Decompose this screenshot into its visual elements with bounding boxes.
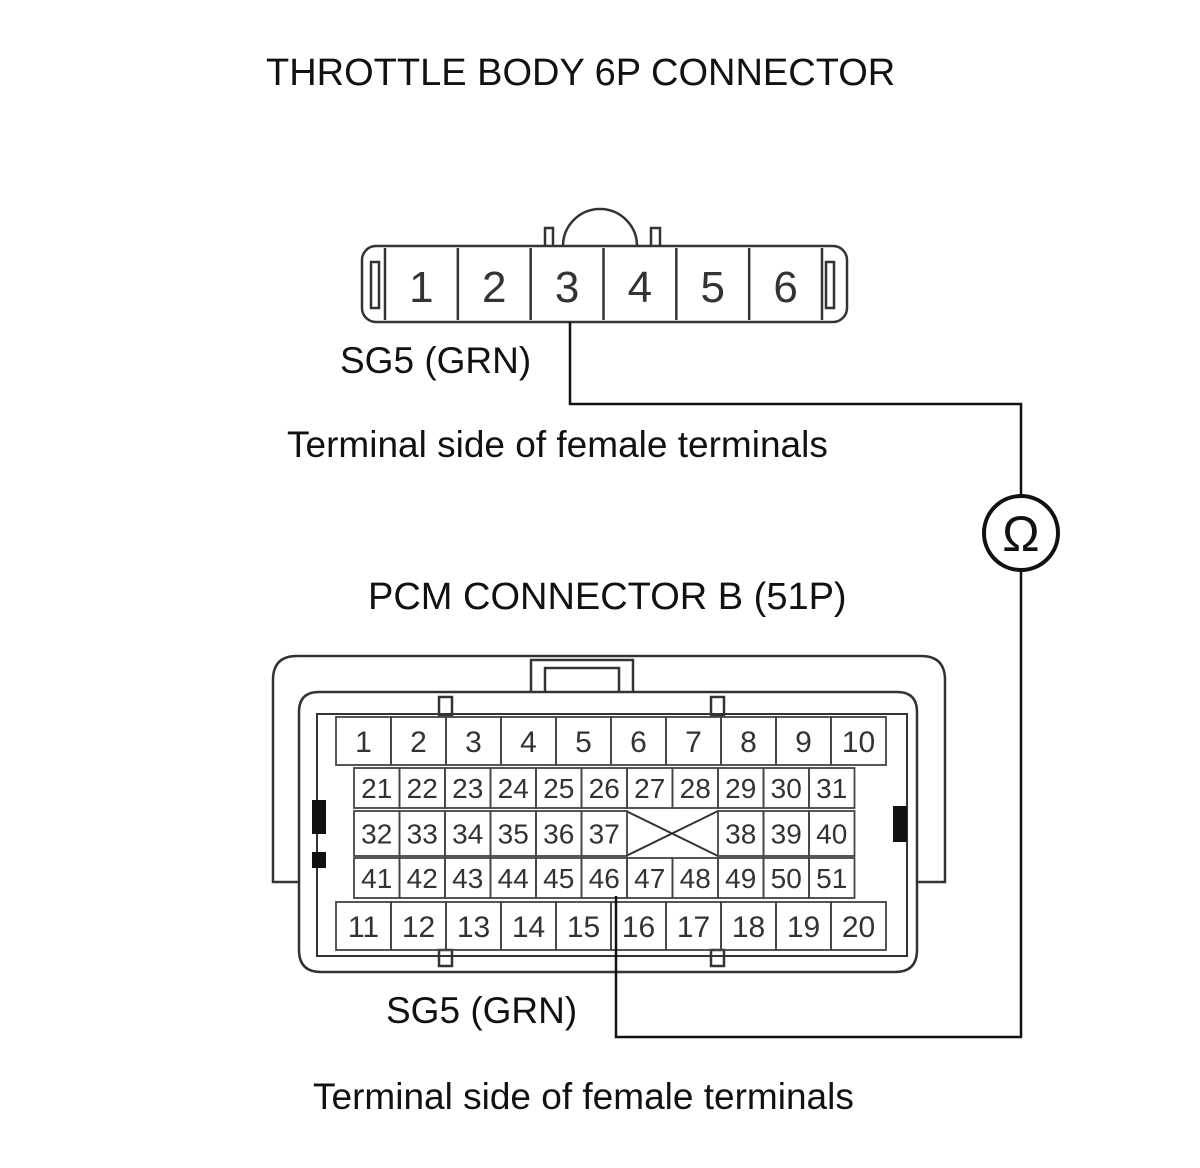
pcm-pin-label: 38: [725, 819, 756, 850]
pcm-pin-label: 9: [795, 726, 812, 759]
throttle-terminal-note: Terminal side of female terminals: [287, 424, 828, 465]
pcm-pin-label: 21: [361, 773, 392, 804]
pcm-pin-label: 33: [407, 819, 438, 850]
pcm-pin-label: 37: [589, 819, 620, 850]
pcm-pin-label: 11: [348, 911, 379, 944]
pcm-connector-inner-rim: [297, 690, 919, 882]
ohmmeter: [982, 494, 1060, 572]
pcm-connector-blocked-cavity: [625, 810, 719, 857]
throttle-connector-dividers: [383, 248, 824, 320]
throttle-pin-label: 2: [482, 263, 506, 312]
probe-wire: [568, 322, 1023, 1039]
pcm-pin-label: 4: [520, 726, 537, 759]
pcm-pin-label: 14: [512, 911, 545, 944]
pcm-pin-cell: [830, 901, 887, 951]
pcm-pin-label: 43: [452, 863, 483, 894]
throttle-connector-key-right: [824, 260, 836, 310]
throttle-pin-label: 6: [773, 263, 797, 312]
pcm-pin-label: 50: [771, 863, 802, 894]
pcm-pin-label: 12: [402, 911, 435, 944]
throttle-connector: [360, 207, 849, 324]
pcm-pin-label: 3: [465, 726, 482, 759]
ohm-icon: Ω: [1002, 506, 1039, 562]
pcm-pin-label: 48: [680, 863, 711, 894]
throttle-pin-label: 4: [628, 263, 652, 312]
pcm-lock-left-lower: [312, 852, 326, 868]
pcm-pin-label: 25: [543, 773, 574, 804]
pcm-pin-cell: [808, 810, 856, 857]
pcm-pin-label: 13: [457, 911, 490, 944]
pcm-pin-cell: [808, 767, 856, 809]
pcm-pin-label: 18: [732, 911, 765, 944]
pcm-pin-label: 35: [498, 819, 529, 850]
pcm-pin-label: 8: [740, 726, 757, 759]
pcm-pin-label: 44: [498, 863, 529, 894]
pcm-pin-label: 22: [407, 773, 438, 804]
pcm-connector-key-3: [437, 948, 454, 968]
pcm-pin-label: 10: [842, 726, 875, 759]
pcm-terminal-note: Terminal side of female terminals: [313, 1076, 854, 1117]
pcm-pin-label: 7: [685, 726, 702, 759]
pcm-pin-label: 16: [622, 911, 655, 944]
throttle-connector-tab-left: [543, 226, 555, 246]
throttle-connector-latch: [561, 207, 639, 247]
pcm-pin-label: 47: [634, 863, 665, 894]
pcm-pin-label: 28: [680, 773, 711, 804]
pcm-connector-top-latch-inner: [543, 666, 621, 692]
pcm-connector-key-2: [709, 695, 726, 717]
pcm-pin-cell: [830, 716, 887, 766]
pcm-pin-label: 51: [816, 863, 847, 894]
throttle-connector-title: THROTTLE BODY 6P CONNECTOR: [266, 52, 896, 94]
pcm-pin-label: 34: [452, 819, 483, 850]
pcm-pin-label: 15: [567, 911, 600, 944]
pcm-pin-label: 6: [630, 726, 647, 759]
pcm-lock-left-upper: [312, 800, 326, 834]
pcm-pin-label: 19: [787, 911, 820, 944]
pcm-pin-label: 46: [589, 863, 620, 894]
pcm-pin-label: 17: [677, 911, 710, 944]
throttle-pin-label: 3: [555, 263, 579, 312]
pcm-connector: [271, 654, 947, 974]
pcm-pin-label: 5: [575, 726, 592, 759]
pcm-pin-label: 2: [410, 726, 427, 759]
pcm-connector-face: [316, 713, 908, 957]
pcm-pin-cell: [580, 810, 628, 857]
pcm-pin-label: 20: [842, 911, 875, 944]
pcm-pin-label: 27: [634, 773, 665, 804]
pcm-pin-label: 40: [816, 819, 847, 850]
throttle-pin-label: 1: [409, 263, 433, 312]
throttle-pin-label: 5: [701, 263, 725, 312]
pcm-pin-label: 49: [725, 863, 756, 894]
throttle-connector-key-left: [369, 260, 381, 310]
pcm-pin-label: 1: [355, 726, 372, 759]
throttle-sg5-label: SG5 (GRN): [340, 340, 532, 381]
pcm-sg5-label: SG5 (GRN): [386, 990, 578, 1031]
pcm-pin-label: 26: [589, 773, 620, 804]
throttle-connector-tab-right: [649, 226, 662, 246]
pcm-pin-label: 23: [452, 773, 483, 804]
pcm-connector-title: PCM CONNECTOR B (51P): [368, 576, 847, 618]
pcm-connector-top-latch: [529, 658, 635, 692]
pcm-connector-key-1: [437, 695, 454, 717]
throttle-connector-shell: [360, 244, 849, 324]
pcm-lock-right: [893, 806, 907, 842]
pcm-pin-label: 45: [543, 863, 574, 894]
pcm-pin-label: 39: [771, 819, 802, 850]
pcm-pin-label: 32: [361, 819, 392, 850]
pcm-pin-label: 29: [725, 773, 756, 804]
pcm-pin-label: 30: [771, 773, 802, 804]
pcm-pin-label: 36: [543, 819, 574, 850]
pcm-pin-label: 24: [498, 773, 529, 804]
pcm-pin-label: 41: [361, 863, 392, 894]
pcm-pin-label: 42: [407, 863, 438, 894]
pcm-connector-key-4: [709, 948, 726, 968]
pcm-pin-label: 31: [816, 773, 847, 804]
pcm-pin-cell: [808, 857, 856, 899]
